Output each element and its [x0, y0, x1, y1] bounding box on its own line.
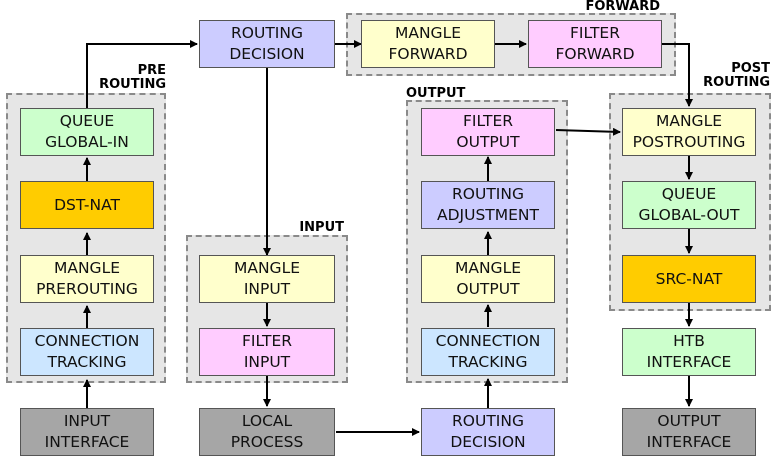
local-process-box: LOCAL PROCESS	[199, 408, 335, 456]
dst-nat-box: DST-NAT	[20, 181, 154, 229]
input-label: INPUT	[299, 220, 344, 235]
routing-decision-bottom-box: ROUTING DECISION	[421, 408, 555, 456]
routing-decision-box: ROUTING DECISION	[199, 20, 335, 68]
connection-tracking-output-box: CONNECTION TRACKING	[421, 328, 555, 376]
arrow-queue-in-to-routing	[86, 40, 198, 108]
output-interface-box: OUTPUT INTERFACE	[622, 408, 756, 456]
mangle-prerouting-box: MANGLE PREROUTING	[20, 255, 154, 303]
connection-tracking-box: CONNECTION TRACKING	[20, 328, 154, 376]
mangle-postrouting-box: MANGLE POSTROUTING	[622, 108, 756, 156]
filter-input-box: FILTER INPUT	[199, 328, 335, 376]
queue-global-in-box: QUEUE GLOBAL-IN	[20, 108, 154, 156]
filter-output-box: FILTER OUTPUT	[421, 108, 555, 156]
input-interface-box: INPUT INTERFACE	[20, 408, 154, 456]
htb-interface-box: HTB INTERFACE	[622, 328, 756, 376]
src-nat-box: SRC-NAT	[622, 255, 756, 303]
output-label: OUTPUT	[406, 86, 466, 101]
arrow-filter-forward-to-mangle-post	[662, 43, 693, 107]
mangle-forward-box: MANGLE FORWARD	[361, 20, 495, 68]
mangle-output-box: MANGLE OUTPUT	[421, 255, 555, 303]
routing-adjustment-box: ROUTING ADJUSTMENT	[421, 181, 555, 229]
postrouting-label: POST ROUTING	[703, 61, 770, 90]
mangle-input-box: MANGLE INPUT	[199, 255, 335, 303]
queue-global-out-box: QUEUE GLOBAL-OUT	[622, 181, 756, 229]
filter-forward-box: FILTER FORWARD	[528, 20, 662, 68]
arrow-filter-output-to-mangle-post	[555, 127, 621, 136]
forward-label: FORWARD	[585, 0, 660, 14]
prerouting-label: PRE ROUTING	[99, 63, 166, 92]
